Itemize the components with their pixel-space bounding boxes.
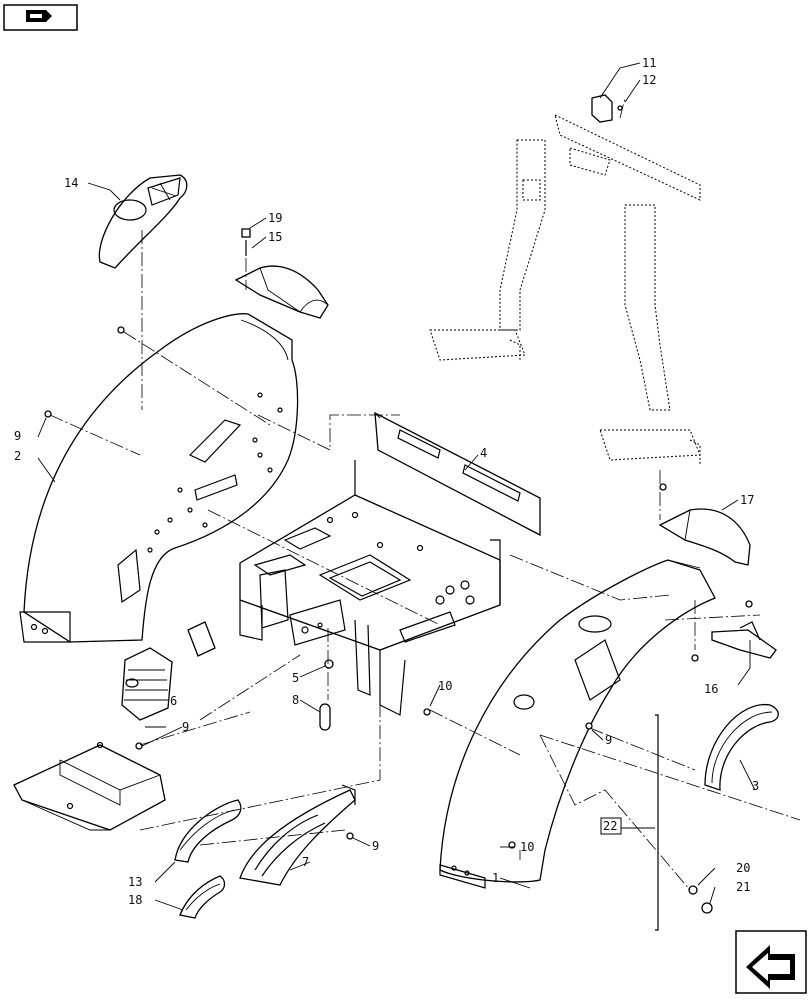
rops-post-left	[429, 139, 546, 361]
callout-19: 19	[268, 211, 282, 225]
step-plate	[13, 741, 166, 831]
bolts	[44, 105, 753, 849]
callout-21: 21	[736, 880, 750, 894]
callout-9-c: 9	[372, 839, 379, 853]
step-bracket-7	[239, 784, 356, 886]
callout-15: 15	[268, 230, 282, 244]
callout-2: 2	[14, 449, 21, 463]
callout-13: 13	[128, 875, 142, 889]
callout-14: 14	[64, 176, 78, 190]
leader-lines	[37, 62, 756, 911]
callout-4: 4	[480, 446, 487, 460]
boot-6	[121, 647, 173, 721]
rops-post-right	[599, 204, 701, 465]
cover-17	[658, 508, 751, 566]
callout-10-b: 10	[520, 840, 534, 854]
handle-8	[319, 659, 334, 731]
grab-handle-3	[704, 704, 779, 791]
callout-1: 1	[492, 871, 499, 885]
next-arrow-icon[interactable]	[735, 930, 807, 994]
callout-5: 5	[292, 671, 299, 685]
callout-7: 7	[302, 855, 309, 869]
callout-16: 16	[704, 682, 718, 696]
left-fender	[19, 313, 299, 643]
callout-17: 17	[740, 493, 754, 507]
assembly-centerlines	[49, 97, 801, 891]
step-18	[179, 875, 226, 919]
callout-6: 6	[170, 694, 177, 708]
rops-crossbar	[554, 114, 701, 201]
callout-20: 20	[736, 861, 750, 875]
callout-11: 11	[642, 56, 656, 70]
bracket-4	[374, 411, 541, 537]
callout-9-a: 9	[14, 429, 21, 443]
callout-18: 18	[128, 893, 142, 907]
callout-labels: 1 2 3 4 5 6 7 8 9 9 9 9 10 10 11 12 13 1…	[14, 56, 759, 907]
bracket-group-22	[655, 714, 659, 931]
callout-10-a: 10	[438, 679, 452, 693]
upper-cover-15	[234, 265, 329, 319]
callout-box-22	[600, 817, 622, 835]
cup-holder-14	[98, 174, 188, 269]
step-13	[174, 799, 242, 863]
bracket-11	[591, 94, 613, 123]
platform-frame	[239, 460, 501, 716]
nut-20	[688, 885, 698, 895]
callout-12: 12	[642, 73, 656, 87]
callout-22: 22	[603, 819, 617, 833]
bolt-19	[241, 228, 251, 256]
bolt-21	[701, 902, 713, 914]
book-arrow-icon[interactable]	[3, 4, 78, 31]
callout-9-b: 9	[182, 720, 189, 734]
insert-small	[187, 621, 216, 657]
right-fender	[439, 559, 716, 889]
callout-3: 3	[752, 779, 759, 793]
callout-8: 8	[292, 693, 299, 707]
bracket-16	[711, 621, 777, 659]
callout-9-d: 9	[605, 733, 612, 747]
